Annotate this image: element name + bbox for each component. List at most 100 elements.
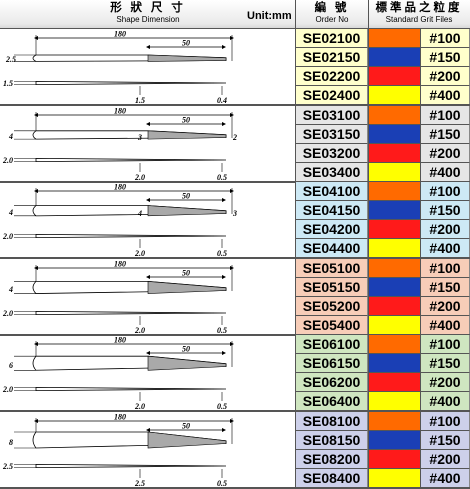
diamond-label: 50 (182, 421, 190, 430)
grit-color-swatch (368, 373, 421, 393)
order-code-cell: SE06150 (296, 354, 368, 374)
grit-value-cell: #200 (421, 220, 470, 240)
diamond-coating (147, 54, 227, 62)
grit-value-cell: #400 (421, 239, 470, 259)
diamond-label: 50 (182, 192, 190, 201)
order-code-cell: SE06200 (296, 373, 368, 393)
grit-value-cell: #100 (421, 258, 470, 278)
grit-color-swatch (368, 430, 421, 450)
tip-width-label: 3 (232, 209, 237, 218)
diamond-label: 50 (182, 345, 190, 354)
grit-color-swatch (368, 277, 421, 297)
order-code-cell: SE02400 (296, 86, 368, 106)
thickness-label: 2.0 (2, 232, 13, 241)
diamond-label: 50 (182, 115, 190, 124)
grit-color-swatch (368, 392, 421, 412)
grit-color-swatch (368, 296, 421, 316)
shape-header-cn: 形 狀 尺 寸 (110, 2, 186, 14)
length-label: 180 (114, 183, 126, 192)
thickness-bottom-label: 2.0 (134, 402, 145, 411)
thickness-bottom-label: 2.0 (134, 249, 145, 258)
diamond-coating (147, 280, 227, 294)
thickness-bottom-label: 1.5 (135, 96, 145, 105)
grit-value-cell: #100 (421, 182, 470, 202)
order-code-cell: SE04400 (296, 239, 368, 259)
grit-value-cell: #200 (421, 296, 470, 316)
grit-color-swatch (368, 258, 421, 278)
grit-color-swatch (368, 220, 421, 240)
order-code-cell: SE05400 (296, 315, 368, 335)
thickness-bottom-label: 2.0 (134, 173, 145, 182)
section-divider (0, 104, 470, 106)
width-label: 8 (9, 438, 13, 447)
tip-thickness-label: 0.5 (217, 479, 227, 488)
grit-header: 標準品之粒度 Standard Grit Files (368, 0, 470, 28)
tip-thickness-label: 0.4 (217, 96, 227, 105)
order-code-cell: SE03400 (296, 162, 368, 182)
tip-thickness-label: 0.5 (217, 326, 227, 335)
grit-value-cell: #150 (421, 48, 470, 68)
grit-value-cell: #400 (421, 392, 470, 412)
diamond-label: 50 (182, 268, 190, 277)
column-divider (368, 0, 369, 489)
order-code-cell: SE02200 (296, 67, 368, 87)
grit-color-swatch (368, 239, 421, 259)
grit-value-cell: #150 (421, 201, 470, 221)
grit-color-swatch (368, 468, 421, 488)
section-divider (0, 410, 470, 412)
order-code-cell: SE08400 (296, 468, 368, 488)
thickness-label: 2.5 (2, 462, 13, 471)
grit-color-swatch (368, 105, 421, 125)
file-side-view (35, 157, 227, 162)
grit-color-swatch (368, 201, 421, 221)
grit-color-swatch (368, 315, 421, 335)
grit-value-cell: #400 (421, 86, 470, 106)
section-divider (0, 180, 470, 183)
grit-value-cell: #150 (421, 354, 470, 374)
thickness-bottom-label: 2.5 (134, 479, 145, 488)
grit-value-cell: #100 (421, 335, 470, 355)
order-code-cell: SE06400 (296, 392, 368, 412)
width-label: 6 (9, 361, 13, 370)
order-code-cell: SE02100 (296, 29, 368, 49)
grit-value-cell: #150 (421, 430, 470, 450)
order-code-cell: SE03100 (296, 105, 368, 125)
grit-color-swatch (368, 354, 421, 374)
grit-color-swatch (368, 124, 421, 144)
tip-mid-label: 3 (137, 133, 142, 142)
order-code-cell: SE02150 (296, 48, 368, 68)
tip-width-label: 2 (232, 133, 237, 142)
thickness-bottom-label: 2.0 (134, 326, 145, 335)
length-label: 180 (114, 259, 126, 268)
width-label: 2.5 (5, 55, 16, 64)
grit-color-swatch (368, 143, 421, 163)
order-code-cell: SE08200 (296, 449, 368, 469)
grit-value-cell: #150 (421, 277, 470, 297)
order-code-cell: SE03150 (296, 124, 368, 144)
order-header-cn: 編 號 (314, 2, 350, 14)
grit-color-swatch (368, 86, 421, 106)
tip-mid-label: 4 (137, 209, 142, 218)
tip-thickness-label: 0.5 (217, 402, 227, 411)
length-label: 180 (114, 30, 126, 39)
thickness-label: 2.0 (2, 385, 13, 394)
grit-value-cell: #100 (421, 29, 470, 49)
grit-value-cell: #200 (421, 143, 470, 163)
grit-color-swatch (368, 162, 421, 182)
grit-color-swatch (368, 48, 421, 68)
header-band (0, 0, 470, 29)
diamond-coating (147, 205, 227, 217)
grit-value-cell: #150 (421, 124, 470, 144)
order-code-cell: SE08150 (296, 430, 368, 450)
tip-thickness-label: 0.5 (217, 173, 227, 182)
grit-color-swatch (368, 182, 421, 202)
